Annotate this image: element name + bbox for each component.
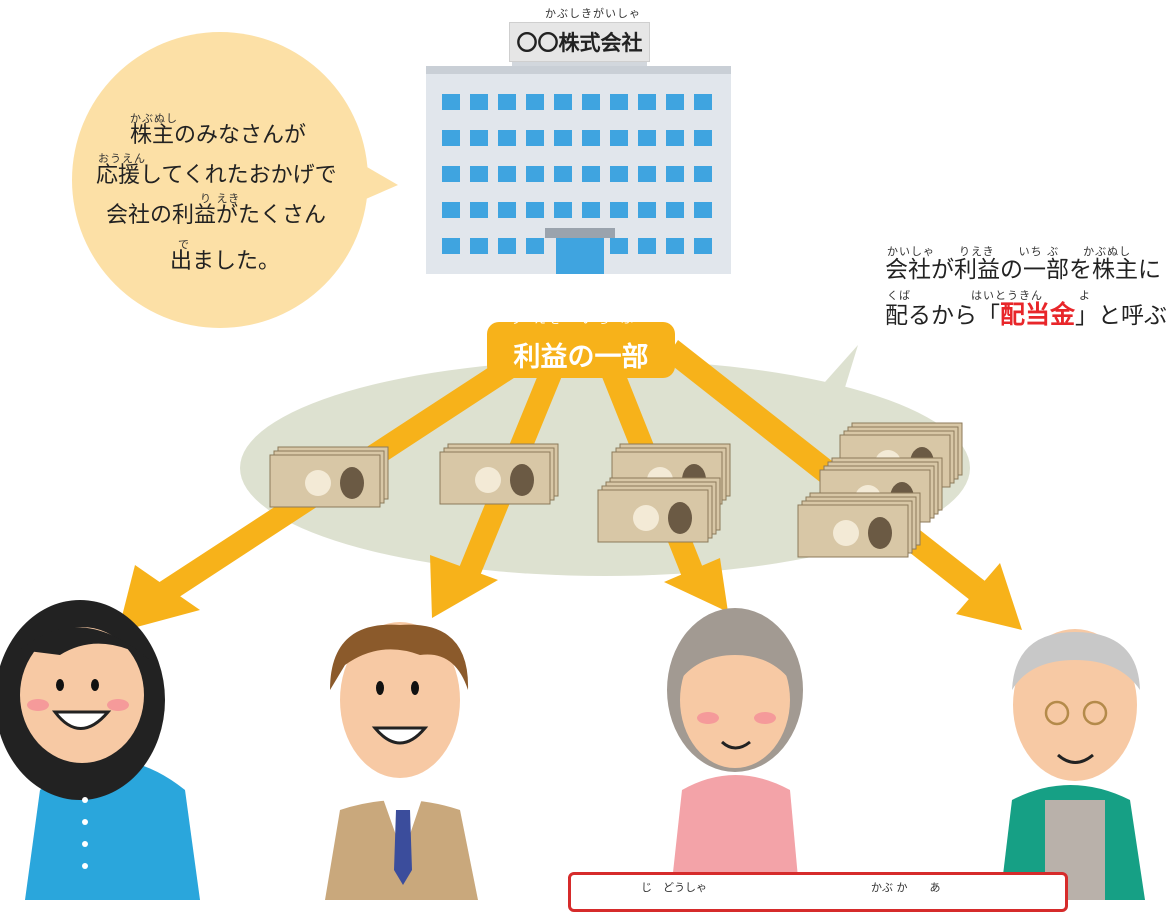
building-window bbox=[470, 130, 488, 146]
building-window bbox=[638, 130, 656, 146]
speech-furigana-4: で bbox=[178, 238, 190, 251]
profit-portion-label: 利益の一部 bbox=[487, 322, 675, 378]
banknote-stacks bbox=[269, 422, 963, 558]
building-window bbox=[638, 202, 656, 218]
banknote bbox=[597, 489, 709, 543]
speech-line-4: 出ました。 bbox=[170, 249, 281, 274]
shareholder-elderly-woman bbox=[667, 608, 803, 900]
building-window bbox=[610, 130, 628, 146]
building-window bbox=[442, 94, 460, 110]
building-window bbox=[666, 202, 684, 218]
shareholder-young-woman bbox=[0, 600, 200, 900]
caption-line-2-post: 」と呼ぶ bbox=[1075, 303, 1168, 329]
building-window bbox=[470, 166, 488, 182]
building-window bbox=[526, 130, 544, 146]
company-building bbox=[426, 58, 731, 274]
building-window bbox=[582, 202, 600, 218]
banknote bbox=[269, 454, 381, 508]
caption-pointer bbox=[800, 345, 858, 420]
building-window bbox=[498, 202, 516, 218]
building-window bbox=[694, 202, 712, 218]
building-window bbox=[554, 166, 572, 182]
building-windows bbox=[442, 94, 712, 254]
building-window bbox=[442, 166, 460, 182]
caption-line-1: 会社が利益の一部を株主に bbox=[885, 257, 1161, 283]
building-window bbox=[694, 94, 712, 110]
building-window bbox=[498, 94, 516, 110]
building-window bbox=[526, 238, 544, 254]
building-window bbox=[610, 166, 628, 182]
profit-portion-furigana: り えき いち ぶ bbox=[510, 312, 638, 326]
building-window bbox=[470, 94, 488, 110]
building-window bbox=[610, 202, 628, 218]
building-window bbox=[442, 202, 460, 218]
building-window bbox=[582, 94, 600, 110]
building-window bbox=[638, 166, 656, 182]
building-window bbox=[694, 238, 712, 254]
building-window bbox=[666, 130, 684, 146]
building-window bbox=[554, 202, 572, 218]
caption-line-2: 配るから「配当金」と呼ぶ bbox=[885, 302, 1167, 328]
speech-furigana-2: おうえん bbox=[98, 152, 146, 165]
building-window bbox=[470, 238, 488, 254]
building-window bbox=[470, 202, 488, 218]
shareholder-elderly-man bbox=[1000, 629, 1145, 900]
shareholder-young-man bbox=[325, 622, 478, 900]
speech-line-2: 応援してくれたおかげで bbox=[96, 163, 337, 188]
building-window bbox=[638, 238, 656, 254]
building-window bbox=[694, 166, 712, 182]
building-window bbox=[666, 94, 684, 110]
building-window bbox=[610, 94, 628, 110]
building-window bbox=[610, 238, 628, 254]
caption-line-2-pre: 配るから「 bbox=[885, 303, 1000, 329]
building-window bbox=[526, 166, 544, 182]
bottom-info-panel: じ どうしゃ かぶ か あ bbox=[568, 872, 1068, 912]
building-window bbox=[442, 238, 460, 254]
company-name-label: 〇〇株式会社 bbox=[509, 22, 650, 62]
building-window bbox=[554, 130, 572, 146]
speech-furigana-3: り えき bbox=[200, 192, 241, 205]
building-window bbox=[582, 130, 600, 146]
banknote bbox=[439, 451, 551, 505]
building-window bbox=[526, 202, 544, 218]
dividend-term: 配当金 bbox=[1000, 300, 1076, 329]
caption-furigana-2: くば はいとうきん よ bbox=[887, 289, 1091, 302]
building-window bbox=[498, 238, 516, 254]
speech-furigana-1: かぶぬし bbox=[130, 112, 178, 125]
company-name-furigana: かぶしきがいしゃ bbox=[545, 7, 641, 20]
speech-line-3: 会社の利益がたくさん bbox=[106, 203, 327, 228]
banknote bbox=[797, 504, 909, 558]
building-window bbox=[582, 166, 600, 182]
speech-bubble bbox=[72, 32, 398, 328]
building-window bbox=[498, 166, 516, 182]
building-window bbox=[694, 130, 712, 146]
building-window bbox=[638, 94, 656, 110]
building-window bbox=[442, 130, 460, 146]
building-window bbox=[666, 166, 684, 182]
bottom-furigana-left: じ どうしゃ bbox=[641, 881, 707, 894]
speech-line-1: 株主のみなさんが bbox=[130, 123, 307, 148]
bottom-furigana-right: かぶ か あ bbox=[871, 881, 941, 894]
building-window bbox=[554, 94, 572, 110]
caption-furigana-1: かいしゃ りえき いち ぶ かぶぬし bbox=[887, 245, 1132, 258]
building-window bbox=[498, 130, 516, 146]
building-window bbox=[526, 94, 544, 110]
building-window bbox=[666, 238, 684, 254]
